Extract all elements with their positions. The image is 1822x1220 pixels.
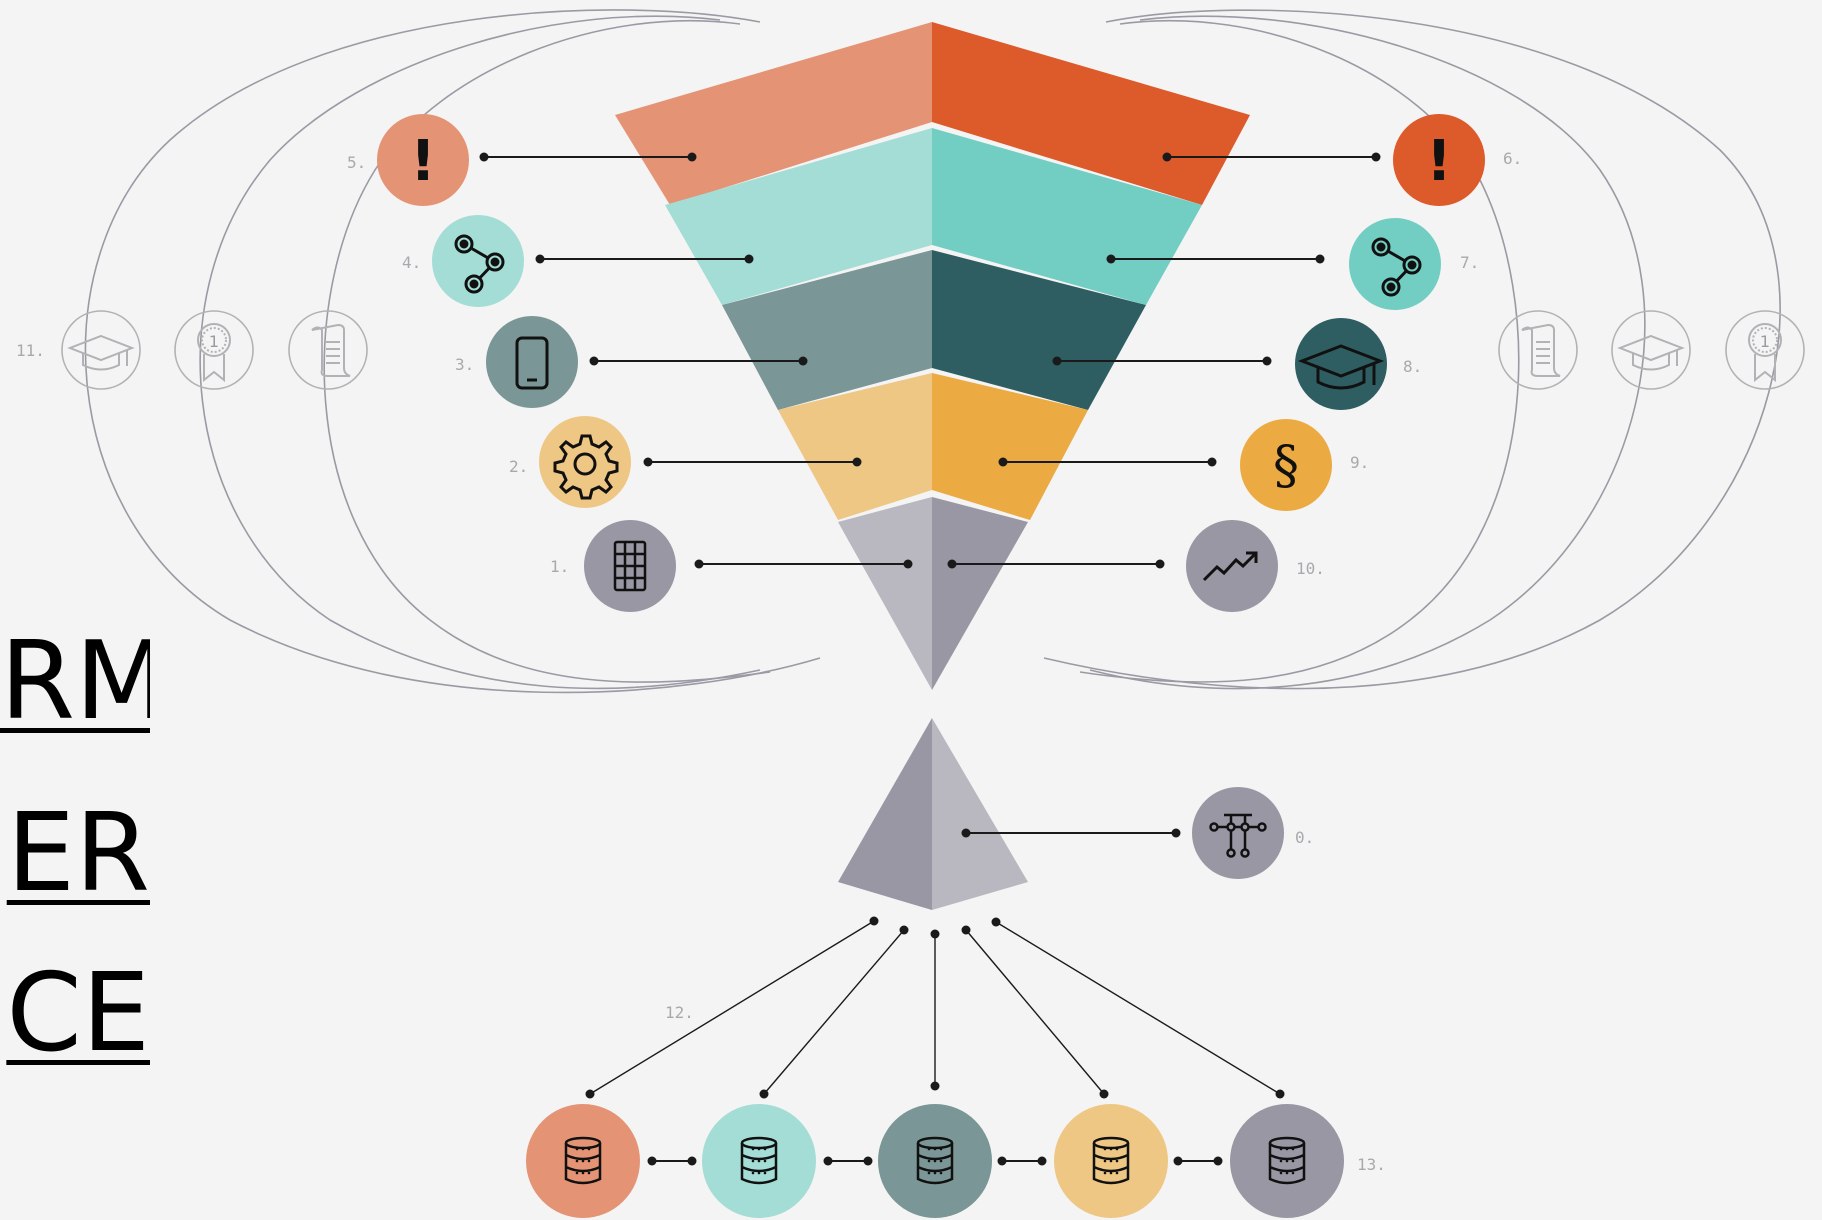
right-connectors — [947, 152, 1381, 838]
funnel-layer-1-left — [838, 497, 932, 690]
pyramid — [838, 718, 1028, 910]
funnel-layer-9-right — [932, 373, 1088, 520]
svg-text:1: 1 — [209, 332, 219, 351]
smartphone-icon — [515, 336, 549, 390]
node-5[interactable]: ! — [377, 114, 469, 206]
scroll-icon — [1498, 310, 1578, 390]
label-1: 1. — [550, 557, 569, 576]
number-labels: 5. 4. 3. 2. 1. 6. 7. 8. 9. 10. 0. 11. 12… — [16, 149, 1522, 1174]
funnel — [615, 22, 1250, 690]
gear-icon — [553, 434, 619, 500]
label-8: 8. — [1403, 357, 1422, 376]
label-9: 9. — [1350, 453, 1369, 472]
right-arc-3 — [1079, 20, 1520, 683]
node-7[interactable] — [1349, 218, 1441, 310]
database-fan-connectors — [585, 916, 1285, 1099]
left-connectors — [479, 152, 913, 569]
database-icon — [740, 1136, 778, 1185]
medal-icon: 1 — [174, 310, 254, 390]
label-13: 13. — [1357, 1155, 1386, 1174]
database-icons — [564, 1136, 1306, 1185]
graduation-cap-icon — [1297, 344, 1385, 390]
label-6: 6. — [1503, 149, 1522, 168]
left-badges: 1 — [61, 310, 368, 390]
node-9[interactable]: § — [1240, 419, 1332, 511]
medal-icon: 1 — [1725, 310, 1805, 390]
svg-text:1: 1 — [1760, 332, 1770, 351]
side-title-line-1: RM — [0, 628, 150, 736]
pyramid-right-face — [932, 718, 1028, 910]
node-8[interactable] — [1295, 318, 1387, 410]
right-arc-2 — [1089, 15, 1646, 690]
node-10[interactable] — [1186, 520, 1278, 612]
left-arc-group — [84, 9, 821, 694]
label-5: 5. — [347, 153, 366, 172]
label-0: 0. — [1295, 828, 1314, 847]
node-1[interactable] — [584, 520, 676, 612]
label-4: 4. — [402, 253, 421, 272]
funnel-layer-8-right — [932, 250, 1146, 410]
share-nodes-icon — [454, 234, 505, 294]
graduation-cap-icon — [1611, 310, 1691, 390]
node-2[interactable] — [539, 416, 631, 508]
graduation-cap-icon — [61, 310, 141, 390]
left-arc-2 — [199, 15, 761, 690]
exclamation-icon: ! — [410, 129, 436, 194]
database-chain-connectors — [647, 1156, 1223, 1166]
circuit-icon — [1209, 813, 1267, 858]
funnel-layer-4-left — [665, 128, 932, 305]
funnel-layer-3-left — [722, 250, 932, 410]
node-6[interactable]: ! — [1393, 114, 1485, 206]
left-arc-3 — [323, 20, 771, 683]
node-0[interactable] — [1192, 787, 1284, 879]
funnel-layer-7-right — [932, 128, 1202, 305]
database-icon — [1092, 1136, 1130, 1185]
label-7: 7. — [1460, 253, 1479, 272]
section-sign-icon: § — [1273, 436, 1299, 496]
node-4[interactable] — [432, 215, 524, 307]
funnel-layer-2-left — [778, 373, 932, 520]
label-2: 2. — [509, 457, 528, 476]
trend-up-icon — [1202, 551, 1258, 582]
right-arc-group — [1043, 9, 1781, 690]
right-arc-1 — [1043, 9, 1781, 690]
exclamation-icon: ! — [1426, 129, 1452, 194]
scroll-icon — [288, 310, 368, 390]
funnel-layer-10-right — [932, 497, 1028, 690]
label-10: 10. — [1296, 559, 1325, 578]
grid-building-icon — [613, 540, 647, 592]
right-badges: 1 — [1498, 310, 1805, 390]
database-icon — [916, 1136, 954, 1185]
pyramid-left-face — [838, 718, 932, 910]
database-icon — [564, 1136, 602, 1185]
label-3: 3. — [455, 355, 474, 374]
label-11: 11. — [16, 341, 45, 360]
database-icon — [1268, 1136, 1306, 1185]
left-arc-1 — [84, 9, 821, 694]
share-nodes-icon — [1371, 237, 1422, 297]
side-title-line-3: CE — [6, 960, 150, 1068]
node-3[interactable] — [486, 316, 578, 408]
label-12: 12. — [665, 1003, 694, 1022]
side-title-line-2: ER — [6, 800, 150, 908]
